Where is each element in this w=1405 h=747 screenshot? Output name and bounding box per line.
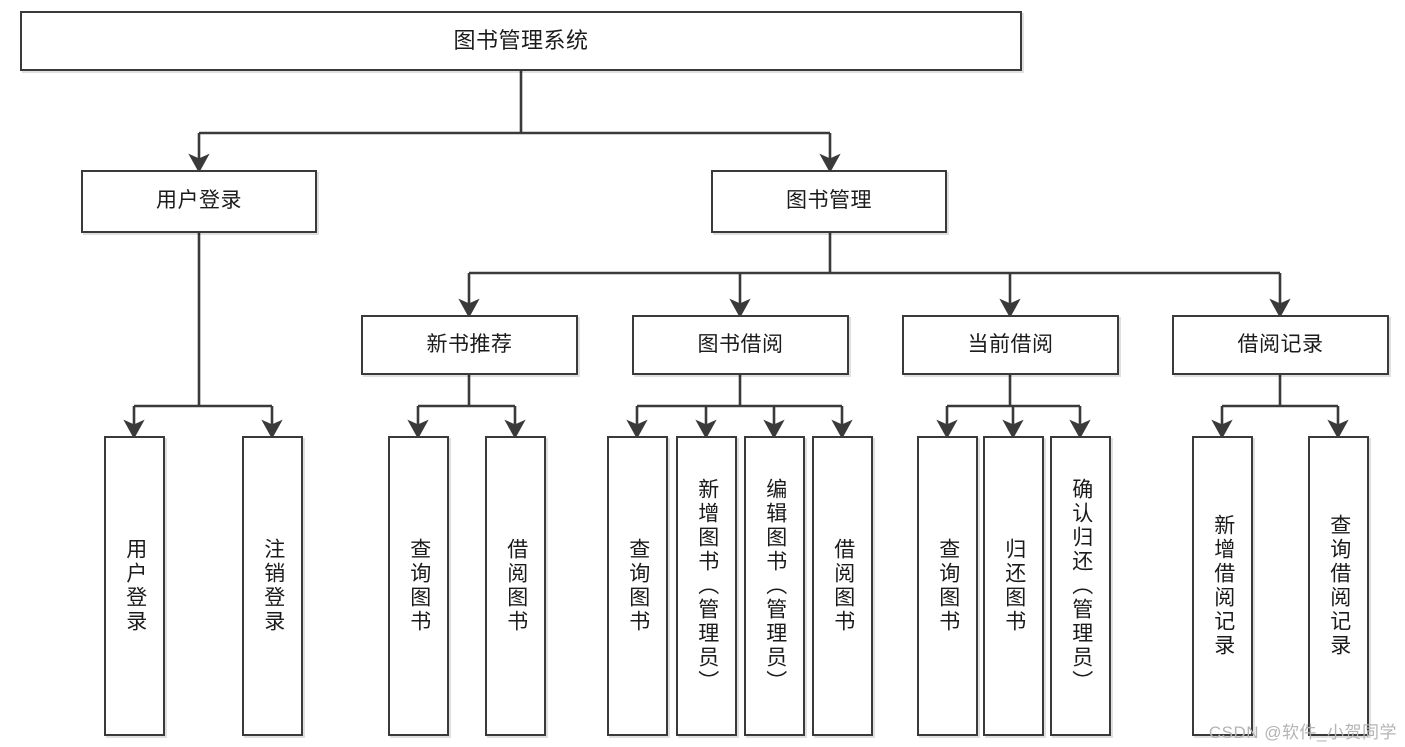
- node-current-borrow[interactable]: 当前借阅: [902, 315, 1119, 375]
- node-user-login-label: 用户登录: [156, 189, 242, 213]
- node-leaf-query-book-3-label: 查询图书: [936, 538, 960, 634]
- node-leaf-query-book-3[interactable]: 查询图书: [917, 436, 978, 736]
- node-new-book-rec-label: 新书推荐: [426, 332, 513, 356]
- node-leaf-user-login-label: 用户登录: [123, 538, 147, 634]
- node-book-manage-label: 图书管理: [786, 189, 872, 213]
- node-leaf-confirm-return[interactable]: 确认归还（管理员）: [1050, 436, 1111, 736]
- node-leaf-query-book-2[interactable]: 查询图书: [607, 436, 668, 736]
- node-leaf-add-book-label: 新增图书（管理员）: [695, 478, 719, 694]
- node-leaf-edit-book[interactable]: 编辑图书（管理员）: [744, 436, 805, 736]
- node-leaf-return-book-label: 归还图书: [1002, 538, 1026, 634]
- node-leaf-borrow-book-2-label: 借阅图书: [831, 538, 855, 634]
- node-leaf-borrow-book-1[interactable]: 借阅图书: [485, 436, 546, 736]
- node-leaf-confirm-return-label: 确认归还（管理员）: [1069, 478, 1093, 694]
- node-borrow-record-label: 借阅记录: [1237, 332, 1324, 356]
- node-leaf-return-book[interactable]: 归还图书: [983, 436, 1044, 736]
- node-leaf-add-book[interactable]: 新增图书（管理员）: [676, 436, 737, 736]
- node-leaf-user-login[interactable]: 用户登录: [104, 436, 165, 736]
- node-leaf-user-logout-label: 注销登录: [261, 538, 285, 634]
- node-book-manage[interactable]: 图书管理: [711, 170, 947, 233]
- node-borrow-record[interactable]: 借阅记录: [1172, 315, 1389, 375]
- node-leaf-query-book-1[interactable]: 查询图书: [388, 436, 449, 736]
- node-leaf-add-record-label: 新增借阅记录: [1211, 514, 1235, 658]
- node-leaf-query-record-label: 查询借阅记录: [1327, 514, 1351, 658]
- node-new-book-rec[interactable]: 新书推荐: [361, 315, 578, 375]
- node-leaf-add-record[interactable]: 新增借阅记录: [1192, 436, 1253, 736]
- node-leaf-borrow-book-1-label: 借阅图书: [504, 538, 528, 634]
- node-current-borrow-label: 当前借阅: [967, 332, 1054, 356]
- node-root-system-label: 图书管理系统: [453, 28, 589, 54]
- node-leaf-edit-book-label: 编辑图书（管理员）: [763, 478, 787, 694]
- node-book-borrow-label: 图书借阅: [697, 332, 784, 356]
- node-leaf-query-record[interactable]: 查询借阅记录: [1308, 436, 1369, 736]
- node-leaf-query-book-2-label: 查询图书: [626, 538, 650, 634]
- node-leaf-user-logout[interactable]: 注销登录: [242, 436, 303, 736]
- node-root-system[interactable]: 图书管理系统: [20, 11, 1022, 71]
- node-leaf-query-book-1-label: 查询图书: [407, 538, 431, 634]
- node-user-login[interactable]: 用户登录: [81, 170, 317, 233]
- watermark-text: CSDN @软件_小贺同学: [1208, 723, 1397, 742]
- node-book-borrow[interactable]: 图书借阅: [632, 315, 849, 375]
- node-leaf-borrow-book-2[interactable]: 借阅图书: [812, 436, 873, 736]
